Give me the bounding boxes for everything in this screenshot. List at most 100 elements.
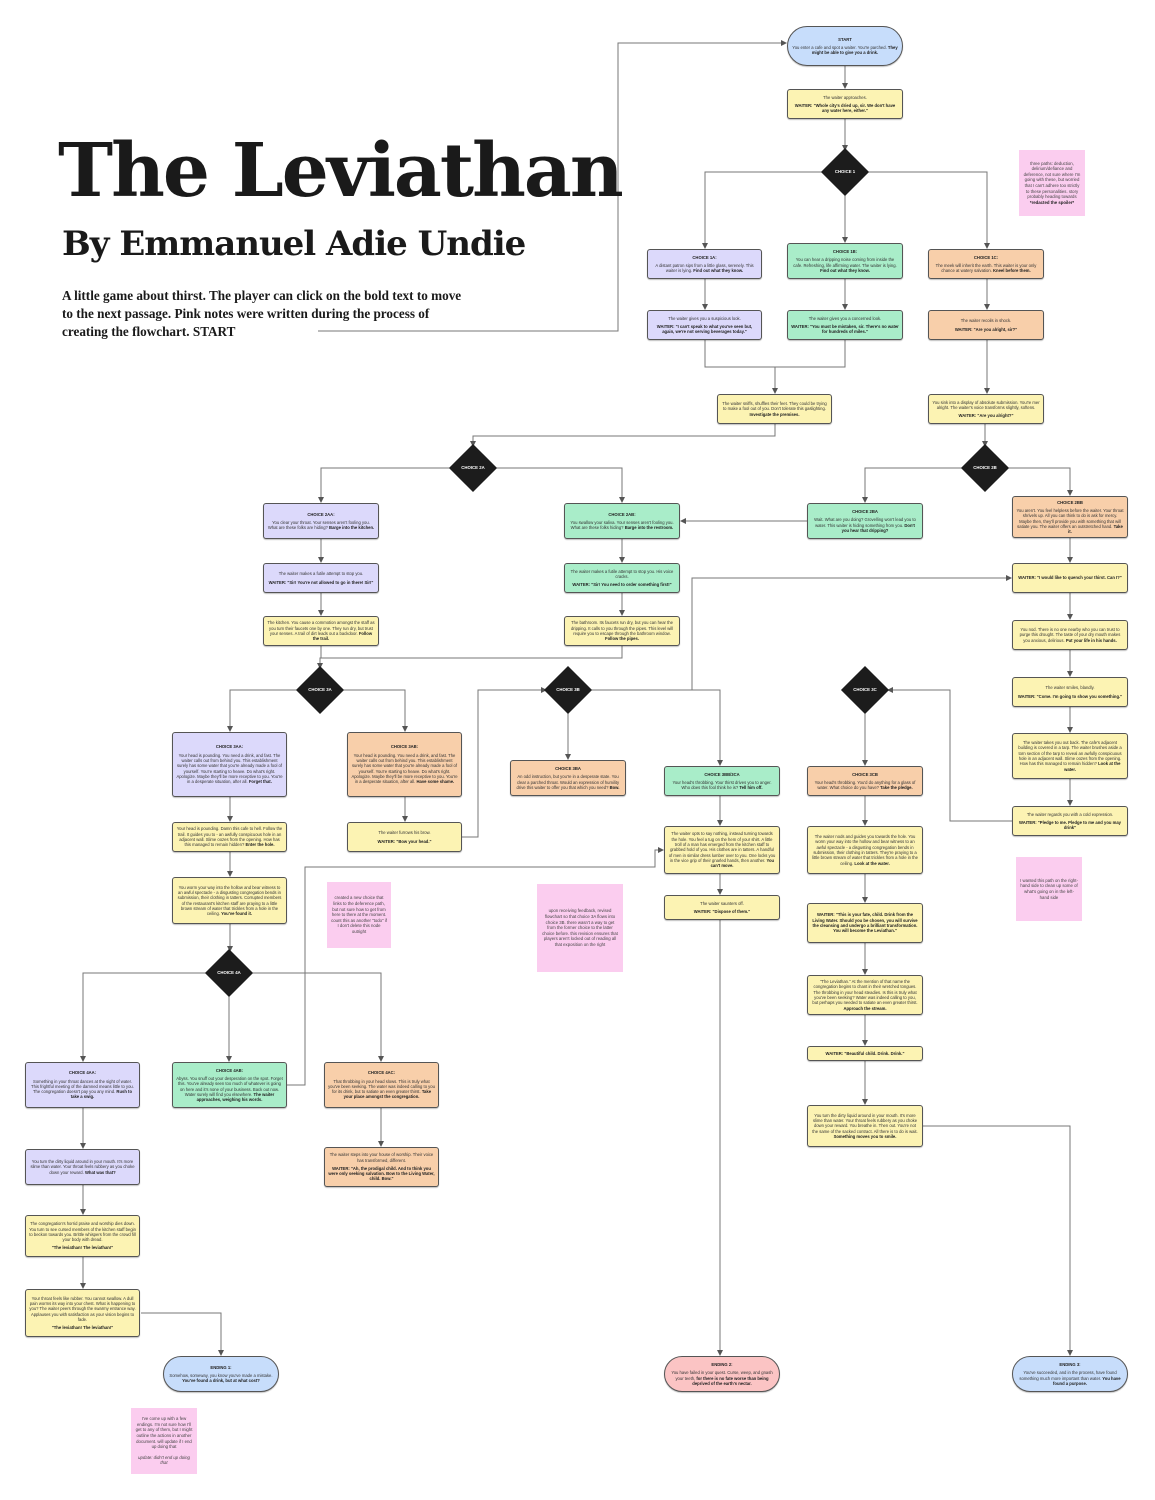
node-action-link[interactable]: Take the pledge.	[880, 785, 913, 791]
node-body: Your throat feels like rubber. You canno…	[29, 1295, 136, 1322]
node-action-link[interactable]: Investigate the premises.	[749, 411, 800, 417]
node-action-link[interactable]: Kneel before them.	[992, 268, 1031, 274]
node-action-link[interactable]: Forget that.	[248, 779, 272, 785]
node-title: ENDING 2:	[711, 1361, 733, 1367]
node-title: CHOICE 1A:	[692, 254, 717, 260]
passage-node-c4ac2: The waiter steps into your house of wors…	[324, 1147, 439, 1187]
node-body: Your head is pounding. You need a drink,…	[176, 752, 283, 785]
sticky-note-n5: I've come up with a few endings. I'm not…	[131, 1408, 197, 1474]
node-action-link[interactable]: Enter the hole.	[245, 842, 275, 848]
node-body: The waiter nods and guides you towards t…	[812, 834, 918, 866]
passage-node-c3cb4: "The Leviathan." At the mention of that …	[807, 975, 923, 1015]
node-text: You clear your throat. Your senses aren'…	[267, 520, 375, 531]
node-action-link[interactable]: Follow the pipes.	[605, 636, 639, 642]
decision-label: CHOICE 4A	[217, 970, 241, 975]
node-action-link[interactable]: You have found a purpose.	[1053, 1375, 1121, 1386]
node-action-link[interactable]: You've found a drink, but at what cost?	[182, 1378, 260, 1384]
node-dialogue: WAITER: "Ah, the prodigal child. And to …	[328, 1165, 435, 1182]
node-action-link[interactable]: Look at the water.	[854, 860, 890, 866]
node-title: CHOICE 3BA	[555, 765, 581, 771]
node-action-link[interactable]: Find out what they know.	[693, 268, 744, 274]
node-title: CHOICE 3BB/3CA	[704, 771, 740, 777]
node-body: You turn the dirty liquid around in your…	[812, 1112, 918, 1134]
passage-node-c4aa4: Your throat feels like rubber. You canno…	[25, 1289, 140, 1337]
passage-node-c3cb2: The waiter nods and guides you towards t…	[807, 826, 923, 874]
node-action-link[interactable]: Barge into the restroom.	[624, 525, 674, 531]
node-action-link[interactable]: They might be able to give you a drink.	[811, 44, 898, 56]
decision-label: CHOICE 1	[834, 169, 856, 174]
node-body: The waiter makes a futile attempt to sto…	[278, 571, 364, 577]
node-action-link[interactable]: What was that?	[84, 1169, 116, 1175]
node-text: You turn the dirty liquid around in your…	[811, 1113, 919, 1139]
node-action-link[interactable]: You've found it.	[221, 911, 253, 917]
passage-node-c2bb: CHOICE 2BB You aren't. You feel helpless …	[1012, 496, 1128, 538]
node-body: You enter a cafe and spot a waiter. You'…	[792, 44, 887, 50]
node-action-link[interactable]: You can't move.	[710, 857, 775, 869]
node-title: CHOICE 2BB	[1057, 499, 1083, 505]
node-action-link[interactable]: Something moves you to smile.	[833, 1133, 897, 1139]
passage-node-c2aa3: The kitchen. You cause a commotion among…	[263, 616, 379, 646]
passage-node-end3: ENDING 3:You've succeeded, and in the pr…	[1012, 1356, 1128, 1392]
node-action-link[interactable]: Approach the stream.	[843, 1005, 887, 1011]
node-text: You turn the dirty liquid around in your…	[29, 1159, 136, 1175]
node-text: The waiter furrows his brow.	[351, 830, 458, 835]
node-text: A distant patron sips from a little glas…	[651, 263, 758, 274]
node-body: You aren't. You feel helpless before the…	[1016, 507, 1124, 529]
node-text: You can hear a dripping noise coming fro…	[791, 257, 899, 273]
node-action-link[interactable]: Rush to take a swig.	[70, 1089, 133, 1100]
node-body: The waiter smiles, blandly.	[1045, 685, 1095, 691]
node-action-link[interactable]: Barge into the kitchen.	[329, 525, 375, 531]
passage-node-r5: The waiter regards you with a cold expre…	[1012, 806, 1128, 836]
passage-node-c3ab2: The waiter furrows his brow.WAITER: "Bow…	[347, 822, 462, 852]
node-action-link[interactable]: Find out what they know.	[820, 267, 870, 273]
node-text: The waiter steps into your house of wors…	[328, 1152, 435, 1163]
node-text: "The Leviathan." At the mention of that …	[811, 979, 919, 1011]
note-text: I've come up with a few endings. I'm not…	[135, 1416, 193, 1450]
node-body: The kitchen. You cause a commotion among…	[267, 620, 375, 636]
node-action-link[interactable]: Follow the trail.	[312, 631, 373, 642]
node-action-link[interactable]: Have some shame.	[416, 779, 455, 785]
node-action-link[interactable]: for there is no fate worse than being de…	[692, 1375, 769, 1386]
node-text: Wait. What are you doing? Grovelling won…	[811, 517, 919, 533]
passage-node-c3ab: CHOICE 3AB: Your head is pounding. You ne…	[347, 732, 462, 797]
passage-node-conv2: You sink into a display of absolute subm…	[928, 394, 1044, 424]
node-text: Your head is pounding. You need a drink,…	[351, 753, 458, 785]
node-dialogue: WAITER: "Sir! You need to order somethin…	[572, 582, 672, 588]
start-link[interactable]: START	[192, 324, 236, 339]
node-dialogue: WAITER: "Are you alright, sir?"	[954, 326, 1018, 332]
node-text: The waiter gives you a suspicious look.	[651, 316, 758, 321]
node-action-link[interactable]: Put your life in his hands.	[1065, 637, 1117, 643]
node-title: CHOICE 1B:	[832, 248, 858, 254]
description-text: A little game about thirst. The player c…	[62, 288, 462, 339]
passage-node-conv1: The waiter sniffs, shuffles their feet. …	[717, 394, 832, 424]
passage-node-r2: You nod. There is no one nearby who you …	[1012, 620, 1128, 650]
passage-node-end1: ENDING 1:Somehow, someway, you know you'…	[163, 1356, 279, 1392]
node-text: The waiter saunters off.	[668, 901, 776, 906]
node-body: The waiter saunters off.	[700, 900, 744, 906]
node-body: You can hear a dripping noise coming fro…	[793, 257, 897, 268]
node-action-link[interactable]: Don't you hear that dripping?	[841, 522, 915, 533]
passage-node-c1a2: The waiter gives you a suspicious look.W…	[647, 310, 762, 340]
note-text: three paths: deduction, delirium/defianc…	[1023, 160, 1081, 200]
node-title: CHOICE 3AB:	[390, 744, 419, 750]
node-action-link[interactable]: Bow.	[609, 784, 620, 790]
node-body: The waiter gives you a concerned look.	[808, 315, 882, 321]
node-action-link[interactable]: Take it.	[1068, 523, 1123, 535]
node-action-link[interactable]: Look at the water.	[1064, 761, 1121, 772]
node-action-link[interactable]: Take your place amongst the congregation…	[343, 1089, 432, 1100]
passage-node-c2aa2: The waiter makes a futile attempt to sto…	[263, 563, 379, 593]
node-body: The waiter sniffs, shuffles their feet. …	[722, 401, 827, 412]
node-body: The waiter furrows his brow.	[378, 830, 431, 836]
node-action-link[interactable]: The waiter approaches, weighing his word…	[196, 1091, 275, 1103]
node-body: You have failed in your quest. Curse, we…	[671, 1370, 773, 1381]
passage-node-c3cb3: WAITER: "This is your fate, child. Drink…	[807, 903, 923, 943]
node-text: The waiter regards you with a cold expre…	[1016, 812, 1124, 817]
node-dialogue: WAITER: "Whole city's dried up, sir. We …	[794, 102, 896, 114]
node-action-link[interactable]: Tell him off.	[739, 785, 763, 791]
sticky-note-n3: upon receiving feedback, revised flowcha…	[537, 884, 623, 972]
node-text: The meek will inherit the earth. This wa…	[932, 263, 1040, 274]
node-body: The waiter gives you a suspicious look.	[668, 315, 741, 321]
node-text: Your head is pounding. You need a drink,…	[176, 753, 283, 785]
